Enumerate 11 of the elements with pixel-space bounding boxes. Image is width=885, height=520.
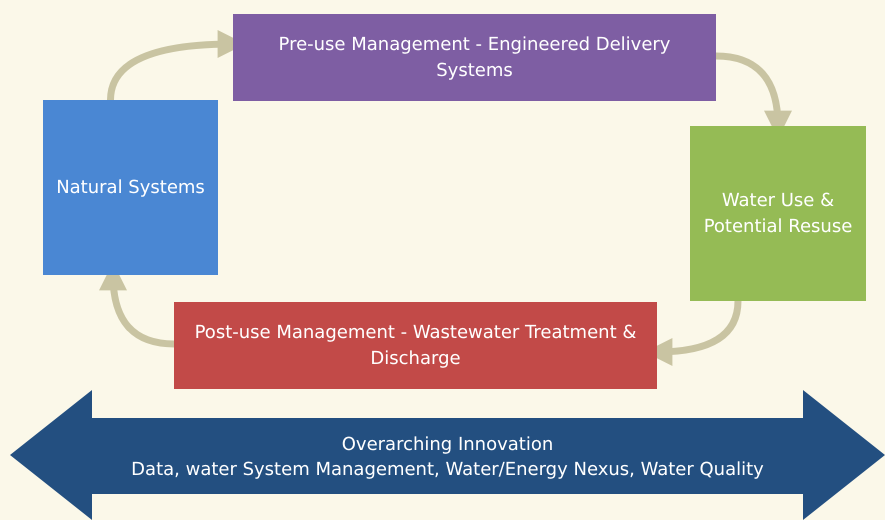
node-label: Natural Systems: [56, 176, 205, 200]
process-box: [690, 126, 866, 301]
node-label: Pre-use Management - Engineered Delivery Systems: [278, 33, 672, 82]
process-box: [43, 100, 218, 275]
node-label: Data, water System Management, Water/Energy Nexus, Water Quality: [131, 458, 764, 482]
double-arrow-band: [10, 390, 885, 520]
process-box: [233, 14, 716, 101]
process-box: [174, 302, 657, 389]
node-label: Water Use & Potential Resuse: [702, 189, 854, 238]
node-label: Post-use Management - Wastewater Treatment & Discharge: [194, 321, 638, 370]
band-heading: Overarching Innovation: [342, 432, 554, 457]
